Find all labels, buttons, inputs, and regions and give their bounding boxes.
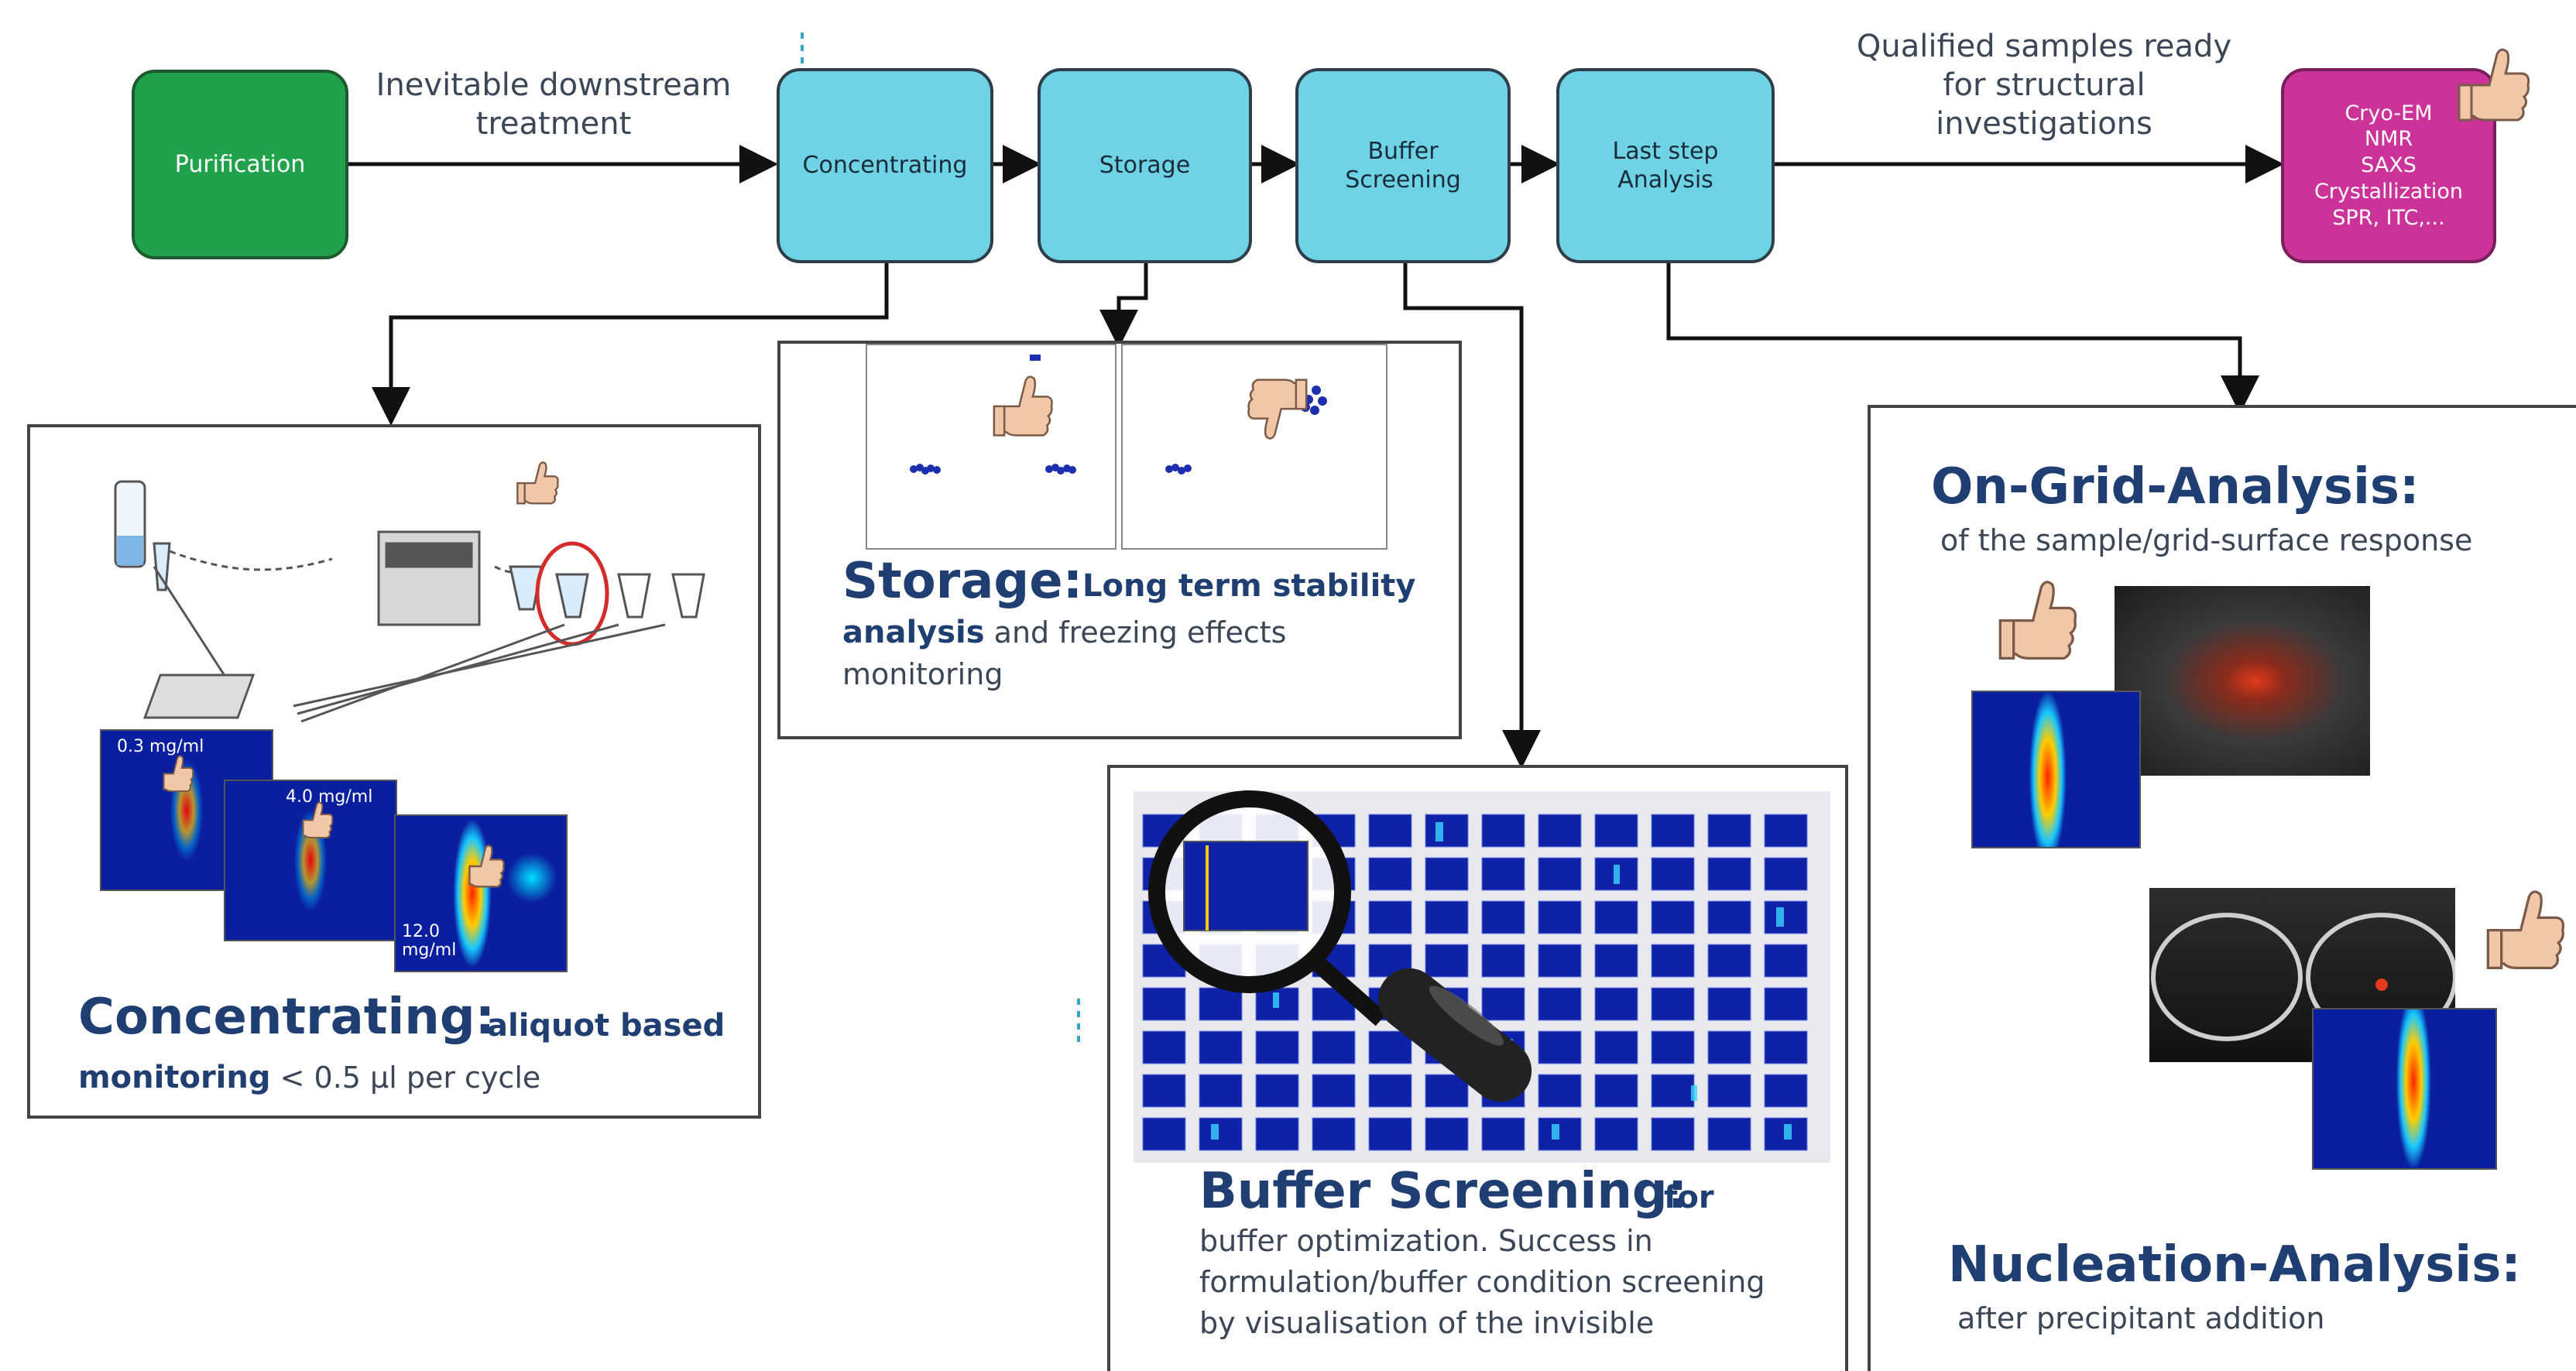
arrow-to-last-panel xyxy=(1666,263,2259,414)
magnifier-icon xyxy=(1148,790,1532,1102)
arrow-to-storage-panel xyxy=(1099,263,1148,348)
panel-storage: Storage: Long term stability analysis an… xyxy=(777,341,1462,739)
subtitle-nucleation-analysis: after precipitant addition xyxy=(1957,1301,2325,1335)
title-concentrating: Concentrating: xyxy=(78,989,496,1046)
title-storage: Storage: xyxy=(842,553,1083,610)
arrow-to-concentrating-panel xyxy=(372,263,889,426)
storage-scatter-plot-1 xyxy=(866,344,1116,550)
thumbs-up-icon xyxy=(516,461,559,505)
desc-buffer-screening: buffer optimization. Success in formulat… xyxy=(1199,1224,1765,1341)
node-buffer-screening: Buffer Screening xyxy=(1295,68,1511,263)
on-grid-heatmap xyxy=(1971,691,2141,848)
desc-storage-bold-wrap: Long term stability xyxy=(1082,568,1415,604)
node-last-step-analysis: Last step Analysis xyxy=(1556,68,1775,263)
desc-storage-bold-1: Long term stability xyxy=(1082,568,1416,604)
desc-concentrating-bold-2: monitoring xyxy=(78,1060,271,1095)
thumbs-down-icon xyxy=(1247,379,1308,440)
desc-storage-bold-2: analysis xyxy=(842,615,985,650)
label-downstream: Inevitable downstream treatment xyxy=(376,67,732,142)
node-concentrating: Concentrating xyxy=(777,68,993,263)
thumbs-up-icon xyxy=(2458,48,2530,122)
desc-concentrating-bold-1: aliquot based xyxy=(487,1008,725,1044)
label-conc-3: 12.0 mg/ml xyxy=(402,922,457,961)
subtitle-on-grid-analysis: of the sample/grid-surface response xyxy=(1940,523,2473,557)
desc-concentrating-bold: aliquot based xyxy=(487,1004,725,1047)
thumbs-up-icon xyxy=(1998,581,2077,660)
panel-concentrating: 0.3 mg/ml 4.0 mg/ml 12.0 mg/ml Concentra… xyxy=(27,424,761,1119)
node-purification: Purification xyxy=(132,70,348,259)
grid-photo xyxy=(2115,586,2370,776)
storage-scatter-1-marks xyxy=(910,355,1076,475)
dashed-mark xyxy=(801,33,804,63)
thumbs-up-icon xyxy=(2486,890,2565,969)
thumbs-up-icon xyxy=(302,801,334,838)
title-buffer-screening: Buffer Screening: xyxy=(1199,1163,1688,1220)
desc-buffer-bold: for xyxy=(1664,1180,1714,1215)
label-conc-1: 0.3 mg/ml xyxy=(117,737,204,756)
desc-storage: analysis and freezing effects monitoring xyxy=(842,611,1286,695)
label-conc-2: 4.0 mg/ml xyxy=(286,787,373,807)
heatmap-high-concentration xyxy=(394,814,568,972)
desc-concentrating-rest: < 0.5 µl per cycle xyxy=(280,1061,541,1095)
thumbs-up-icon xyxy=(468,845,505,888)
node-storage: Storage xyxy=(1038,68,1252,263)
title-on-grid-analysis: On-Grid-Analysis: xyxy=(1931,458,2420,516)
thumbs-up-icon xyxy=(163,755,194,792)
title-nucleation-analysis: Nucleation-Analysis: xyxy=(1948,1236,2521,1294)
label-qualified: Qualified samples ready for structural i… xyxy=(1856,29,2232,142)
panel-last-step: On-Grid-Analysis: of the sample/grid-sur… xyxy=(1868,405,2576,1371)
arrow-to-buffer-panel xyxy=(1403,263,1541,769)
storage-scatter-plot-2 xyxy=(1121,344,1387,550)
dashed-mark xyxy=(1077,999,1080,1045)
nucleation-heatmap xyxy=(2312,1008,2497,1170)
concentration-setup-sketch xyxy=(114,480,705,723)
desc-buffer-bold-wrap: for xyxy=(1664,1180,1714,1215)
desc-concentrating: monitoring < 0.5 µl per cycle xyxy=(78,1056,540,1099)
panel-buffer-screening: Buffer Screening: for buffer optimizatio… xyxy=(1107,765,1848,1371)
heatmap-mid-concentration xyxy=(224,780,397,941)
thumbs-up-icon xyxy=(993,375,1053,437)
desc-storage-rest: and freezing effects monitoring xyxy=(842,615,1287,691)
